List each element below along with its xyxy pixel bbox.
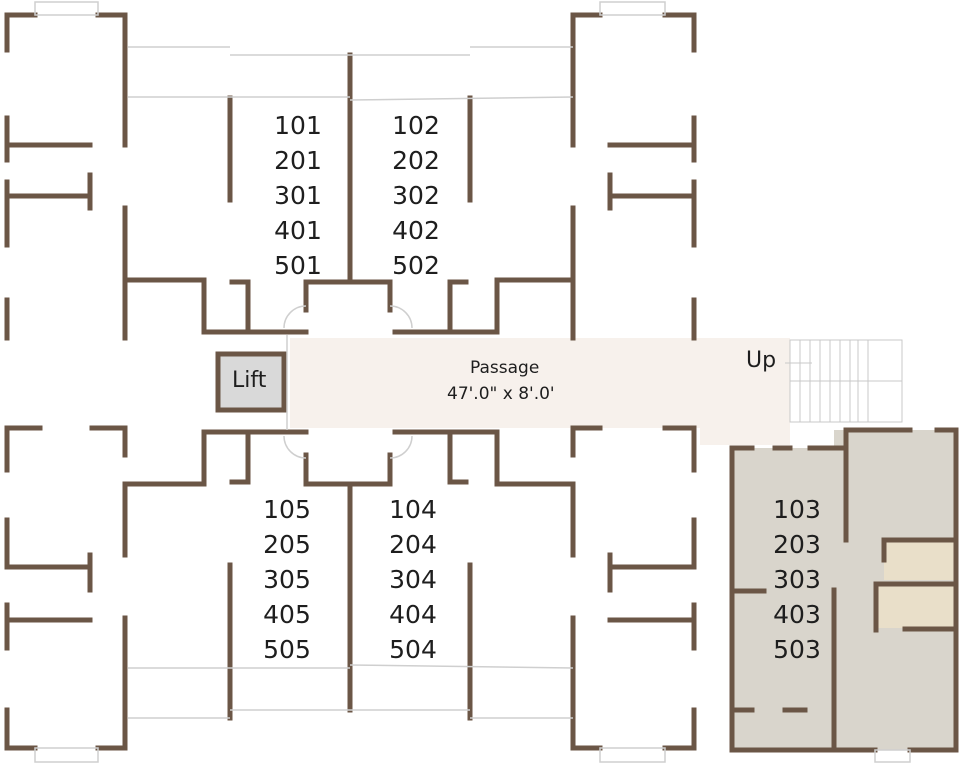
unit-number: 502 (392, 251, 440, 280)
unit-stack-101: 101 201 301 401 501 (258, 108, 338, 283)
passage-dimensions: 47'.0" x 8'.0' (447, 384, 555, 404)
unit-number: 305 (263, 565, 311, 594)
stairs (785, 339, 903, 423)
unit-number: 105 (263, 495, 311, 524)
unit-number: 501 (274, 251, 322, 280)
stair-up-label: Up (746, 348, 777, 373)
unit-number: 505 (263, 635, 311, 664)
unit-number: 504 (389, 635, 437, 664)
lift-label: Lift (232, 368, 267, 393)
unit-number: 403 (773, 600, 821, 629)
unit-number: 503 (773, 635, 821, 664)
passage-label: Passage (470, 358, 540, 378)
unit-number: 404 (389, 600, 437, 629)
unit-number: 304 (389, 565, 437, 594)
unit-number: 303 (773, 565, 821, 594)
unit-number: 101 (274, 111, 322, 140)
unit-number: 103 (773, 495, 821, 524)
unit-number: 104 (389, 495, 437, 524)
unit-number: 302 (392, 181, 440, 210)
unit-number: 301 (274, 181, 322, 210)
unit-stack-103: 103 203 303 403 503 (757, 492, 837, 667)
unit-number: 203 (773, 530, 821, 559)
unit-number: 205 (263, 530, 311, 559)
unit-stack-105: 105 205 305 405 505 (247, 492, 327, 667)
unit-number: 401 (274, 216, 322, 245)
unit-number: 202 (392, 146, 440, 175)
unit-number: 102 (392, 111, 440, 140)
unit-stack-102: 102 202 302 402 502 (376, 108, 456, 283)
unit-number: 402 (392, 216, 440, 245)
unit-number: 201 (274, 146, 322, 175)
unit-stack-104: 104 204 304 404 504 (373, 492, 453, 667)
unit-number: 204 (389, 530, 437, 559)
unit-number: 405 (263, 600, 311, 629)
